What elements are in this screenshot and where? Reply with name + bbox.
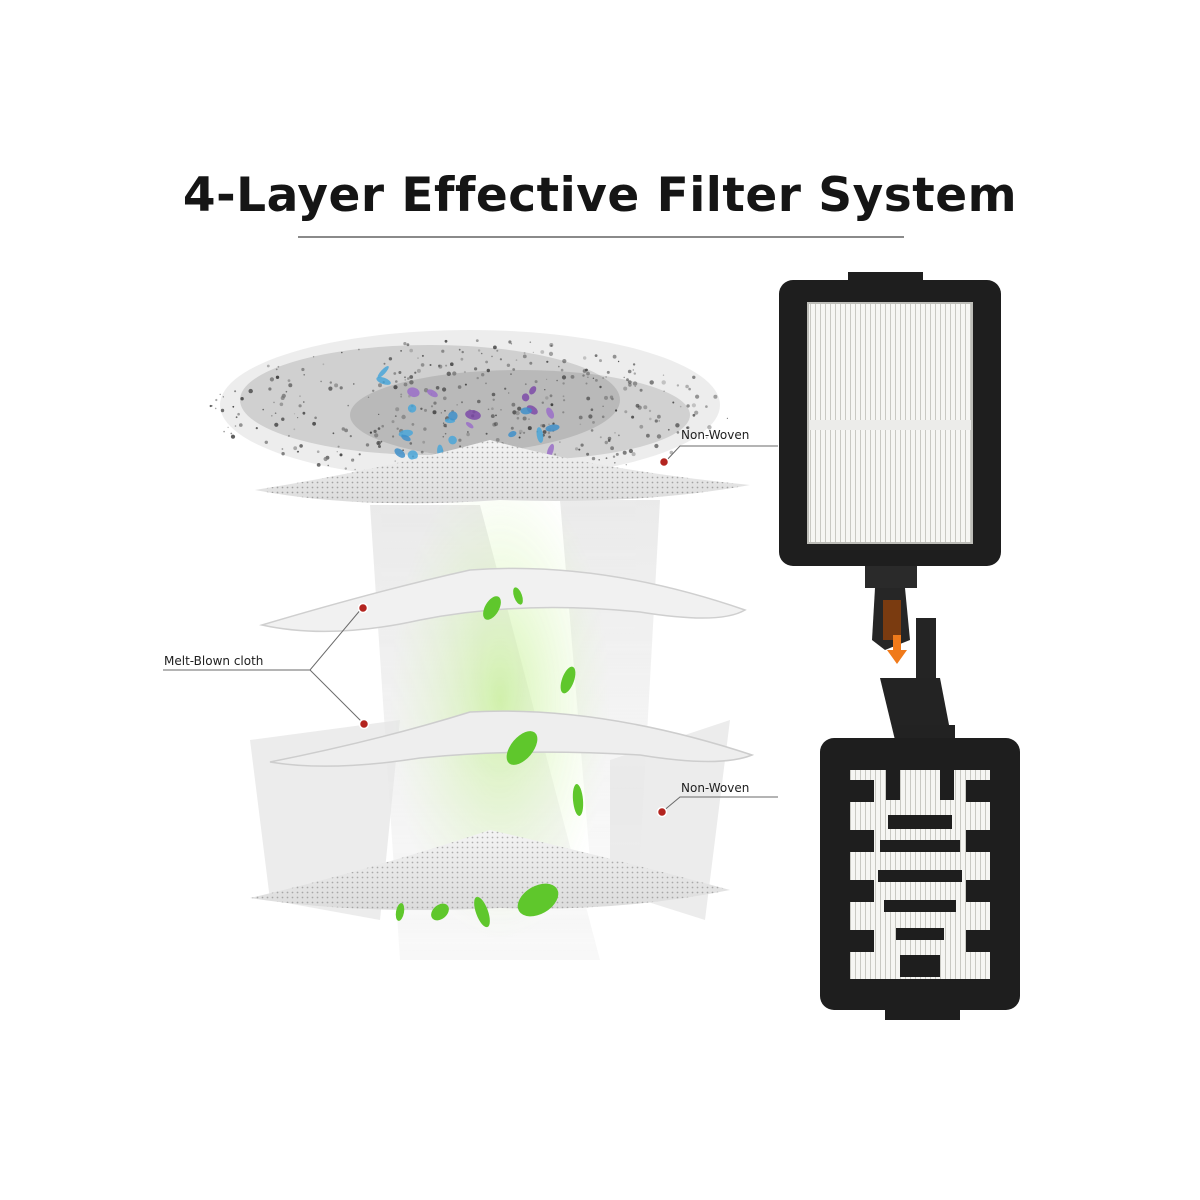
layer-melt-blown-lower xyxy=(269,710,755,767)
hepa-filter-upper xyxy=(779,272,1001,650)
label-top-non-woven: Non-Woven xyxy=(681,428,750,442)
leaf-particles xyxy=(395,587,584,928)
title-divider xyxy=(298,236,904,238)
label-bottom-non-woven: Non-Woven xyxy=(681,781,750,795)
layer-top-non-woven xyxy=(255,440,750,504)
callout-lines xyxy=(163,445,778,813)
hepa-filter-lower xyxy=(820,618,1020,1020)
dust-cloud xyxy=(209,330,729,480)
page-title: 4-Layer Effective Filter System xyxy=(182,168,1018,223)
callout-dots xyxy=(357,456,670,818)
layer-bottom-non-woven xyxy=(250,830,730,911)
layer-melt-blown-upper xyxy=(261,567,747,633)
arrow-down-icon xyxy=(887,635,907,664)
label-melt-blown-cloth: Melt-Blown cloth xyxy=(164,654,264,668)
